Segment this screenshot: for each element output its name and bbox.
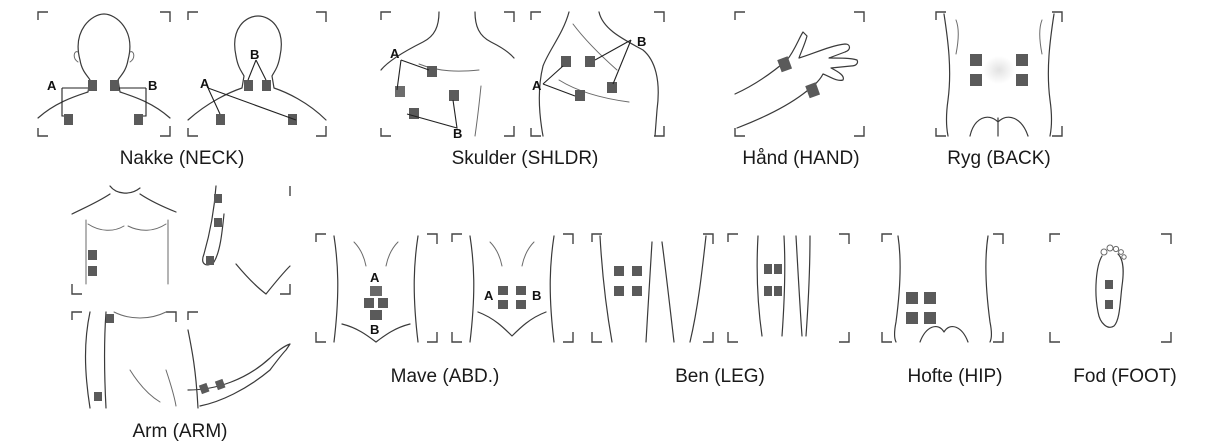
- caption-abd: Mave (ABD.): [365, 366, 525, 388]
- neck-diagram-back: B A: [186, 10, 328, 138]
- arm-diagram-3: [70, 310, 178, 410]
- leg-diagram-back: [590, 232, 715, 344]
- label-a: A: [370, 270, 380, 285]
- label-a: A: [390, 46, 400, 61]
- shoulder-diagram-front: A B: [379, 10, 516, 138]
- abd-diagram-a: A B: [314, 232, 439, 344]
- hand-diagram: [733, 10, 866, 138]
- label-a: A: [532, 78, 542, 93]
- caption-back: Ryg (BACK): [924, 148, 1074, 170]
- caption-hand: Hånd (HAND): [726, 148, 876, 170]
- caption-foot: Fod (FOOT): [1050, 366, 1200, 388]
- label-b: B: [637, 34, 646, 49]
- label-a: A: [200, 76, 210, 91]
- label-b: B: [370, 322, 379, 337]
- neck-diagram-front: A B: [36, 10, 172, 138]
- arm-diagram-1: [70, 184, 178, 296]
- caption-leg: Ben (LEG): [645, 366, 795, 388]
- leg-diagram-side: [726, 232, 851, 344]
- arm-diagram-4: [186, 310, 292, 410]
- label-b: B: [148, 78, 157, 93]
- label-a: A: [484, 288, 494, 303]
- caption-neck: Nakke (NECK): [72, 148, 292, 170]
- arm-diagram-2: [186, 184, 292, 296]
- foot-diagram: [1048, 232, 1173, 344]
- label-b: B: [532, 288, 541, 303]
- caption-hip: Hofte (HIP): [880, 366, 1030, 388]
- hip-diagram: [880, 232, 1005, 344]
- abd-diagram-b: A B: [450, 232, 575, 344]
- caption-arm: Arm (ARM): [105, 421, 255, 443]
- label-b: B: [453, 126, 462, 138]
- shoulder-diagram-back: A B: [529, 10, 666, 138]
- back-diagram: [934, 10, 1064, 138]
- label-a: A: [47, 78, 57, 93]
- label-b: B: [250, 47, 259, 62]
- caption-shoulder: Skulder (SHLDR): [410, 148, 640, 170]
